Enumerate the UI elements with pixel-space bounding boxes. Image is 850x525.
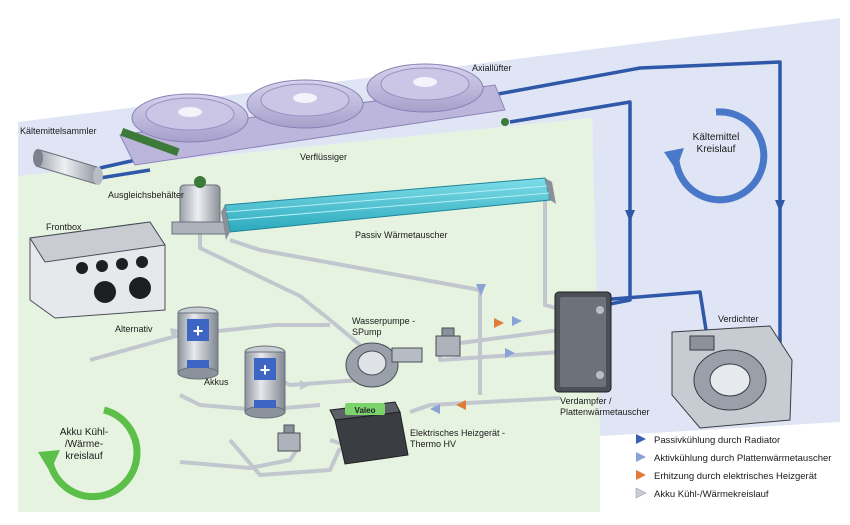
electric-heater	[329, 401, 409, 465]
label-akkus: Akkus	[204, 377, 229, 387]
flow-arrow	[476, 284, 486, 296]
valve	[435, 327, 461, 357]
legend-item: Passivkühlung durch Radiator	[636, 434, 780, 446]
cycle-akku-2: /Wärme-	[65, 439, 103, 450]
label-wasserpumpe-1: Wasserpumpe -	[352, 316, 415, 326]
battery-cycle-arrow	[38, 406, 141, 501]
label-wasserpumpe-2: SPump	[352, 327, 382, 337]
legend-label: Erhitzung durch elektrisches Heizgerät	[654, 471, 817, 482]
label-verdampfer-1: Verdampfer /	[560, 396, 612, 406]
label-verfluessiger: Verflüssiger	[300, 152, 347, 162]
flow-arrow	[775, 200, 785, 212]
flow-arrow	[456, 400, 466, 410]
label-verdichter: Verdichter	[718, 314, 759, 324]
plate-heat-exchanger	[554, 291, 612, 393]
axial-fan	[131, 93, 249, 143]
svg-text:+: +	[193, 321, 204, 341]
legend-label: Akku Kühl-/Wärmekreislauf	[654, 489, 769, 500]
legend-marker	[636, 434, 646, 444]
condenser-connector	[120, 127, 180, 157]
legend-item: Erhitzung durch elektrisches Heizgerät	[636, 470, 817, 482]
label-kaeltemittelsammler: Kältemittelsammler	[20, 126, 97, 136]
passive-heat-exchanger	[221, 177, 556, 240]
cycle-akku-1: Akku Kühl-	[60, 427, 108, 438]
condenser	[119, 63, 509, 166]
label-passiv-waermetauscher: Passiv Wärmetauscher	[355, 230, 448, 240]
label-frontbox: Frontbox	[46, 222, 82, 232]
legend-marker	[635, 487, 647, 499]
legend-item: Aktivkühlung durch Plattenwärmetauscher	[636, 452, 831, 464]
coolant-zone	[18, 118, 600, 512]
water-pump	[345, 342, 423, 388]
label-axialluefter: Axiallüfter	[472, 63, 512, 73]
axial-fan	[366, 63, 484, 113]
svg-text:+: +	[260, 360, 271, 380]
label-alternativ: Alternativ	[115, 324, 153, 334]
label-heizgeraet-2: Thermo HV	[410, 439, 456, 449]
refrigerant-receiver	[33, 149, 103, 185]
flow-arrow	[494, 318, 504, 328]
compressor	[671, 325, 793, 429]
battery: +	[177, 306, 219, 380]
flow-arrow	[505, 348, 515, 358]
label-ausgleichsbehaelter: Ausgleichsbehälter	[108, 190, 184, 200]
legend-label: Aktivkühlung durch Plattenwärmetauscher	[654, 453, 831, 464]
heater-brand-logo: Valeo	[355, 406, 376, 415]
legend: Passivkühlung durch Radiator Aktivkühlun…	[635, 434, 831, 500]
legend-marker	[636, 470, 646, 480]
flow-arrow	[625, 210, 635, 222]
cycle-akku-3: kreislauf	[65, 451, 102, 462]
legend-marker	[636, 452, 646, 462]
axial-fan	[246, 79, 364, 129]
flow-arrow	[300, 380, 310, 390]
label-heizgeraet-1: Elektrisches Heizgerät -	[410, 428, 505, 438]
flow-arrow	[430, 404, 440, 414]
legend-label: Passivkühlung durch Radiator	[654, 435, 780, 446]
battery: +	[244, 345, 286, 419]
frontbox	[29, 221, 166, 319]
refrigerant-cycle-arrow	[664, 108, 768, 204]
legend-item: Akku Kühl-/Wärmekreislauf	[635, 487, 769, 500]
cycle-kaeltemittel-2: Kreislauf	[697, 144, 736, 155]
flow-arrow	[512, 316, 522, 326]
label-verdampfer-2: Plattenwärmetauscher	[560, 407, 650, 417]
cycle-kaeltemittel-1: Kältemittel	[693, 132, 740, 143]
valve	[277, 424, 301, 452]
